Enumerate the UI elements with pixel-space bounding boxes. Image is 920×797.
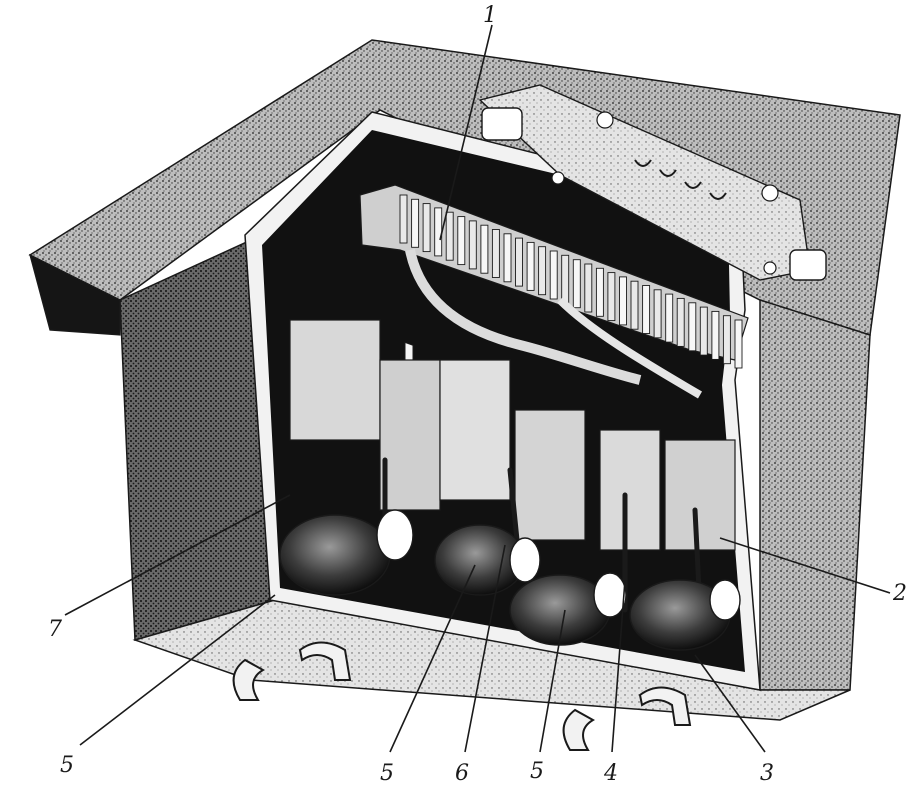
terminal-strip [734, 319, 743, 369]
terminal-strip [526, 241, 535, 291]
terminal-strip [665, 293, 674, 343]
relay-coils [279, 514, 731, 651]
callout-6: 6 [455, 761, 469, 786]
terminal-strip [538, 246, 547, 296]
terminal-strip [457, 216, 466, 266]
terminal-strip [619, 276, 627, 326]
callout-2: 2 [892, 581, 907, 606]
terminal-row [399, 194, 743, 369]
terminal-strip [434, 207, 443, 257]
bracket-bolt [761, 184, 779, 202]
leader-4 [611, 579, 626, 753]
terminal-strip [653, 289, 662, 339]
callout-5b: 5 [380, 761, 394, 786]
mounting-hooks [232, 641, 692, 751]
bracket-clamp [481, 107, 523, 141]
terminal-strip [630, 280, 639, 330]
callout-7: 7 [48, 617, 62, 642]
terminal-strip [572, 259, 581, 309]
terminal-strip [584, 263, 593, 313]
terminal-strip [549, 250, 558, 300]
terminal-strip [515, 237, 523, 287]
bracket-slot [709, 192, 727, 200]
bracket-slot [634, 159, 652, 167]
terminal-strip [468, 220, 477, 270]
terminal-strip [503, 233, 512, 283]
coil-caps [376, 509, 741, 621]
wire-bundle-right [557, 297, 703, 399]
terminal-strip [711, 310, 720, 360]
terminal-strip [722, 315, 731, 365]
bracket-clamp [789, 249, 827, 281]
terminal-strip [607, 272, 616, 322]
leader-lines [64, 24, 891, 753]
terminal-strip [561, 254, 570, 304]
terminal-strip [688, 302, 697, 352]
callout-5a: 5 [60, 753, 74, 778]
bracket-slot [659, 169, 677, 177]
bracket-bolt [596, 111, 614, 129]
leader-1 [439, 24, 493, 241]
leader-7 [64, 494, 291, 616]
bracket-bolt [763, 261, 777, 275]
terminal-strip [411, 198, 420, 248]
callout-5c: 5 [530, 759, 544, 784]
callout-4: 4 [603, 761, 618, 786]
leader-5a [79, 594, 276, 746]
terminal-strip [491, 229, 500, 278]
terminal-strip [445, 211, 454, 261]
cabinet-right-wall [759, 298, 871, 691]
callout-1: 1 [483, 3, 497, 28]
terminal-strip [676, 297, 685, 347]
bracket-slot [684, 181, 702, 189]
terminal-strip [399, 194, 408, 244]
terminal-strip [422, 203, 431, 253]
leader-3 [694, 654, 766, 753]
relay-mechanisms [289, 319, 736, 551]
leader-5c [539, 609, 566, 753]
terminal-strip [642, 285, 651, 334]
leader-6 [464, 544, 506, 753]
terminal-strip [480, 224, 489, 274]
leader-5b [389, 564, 476, 753]
bracket-bolt [551, 171, 565, 185]
wire-bundle-left [405, 248, 642, 385]
terminal-strip [595, 267, 604, 317]
terminal-strip [699, 306, 708, 356]
cabinet-left-flange [29, 253, 121, 336]
callout-3: 3 [760, 761, 774, 786]
leader-2 [719, 537, 891, 594]
